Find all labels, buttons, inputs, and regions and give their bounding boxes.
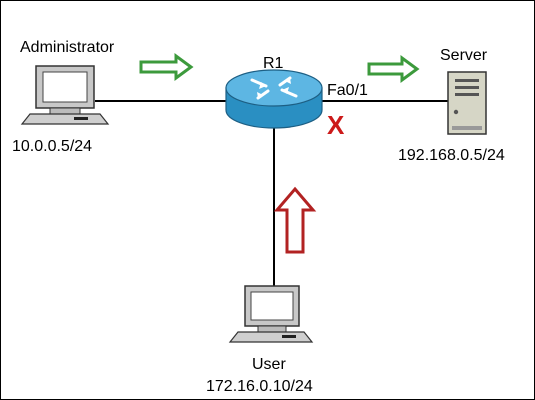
server-ip-label: 192.168.0.5/24 <box>398 147 505 164</box>
user-ip-label: 172.16.0.10/24 <box>206 378 313 395</box>
router-interface-label: Fa0/1 <box>327 82 368 99</box>
user-pc-icon <box>228 285 314 343</box>
arrow-right-icon <box>367 55 420 83</box>
administrator-name-label: Administrator <box>20 39 115 56</box>
arrow-right-icon <box>139 53 194 81</box>
server-name-label: Server <box>440 47 488 64</box>
server-icon <box>447 71 487 135</box>
administrator-ip-label: 10.0.0.5/24 <box>12 138 93 155</box>
arrow-up-icon <box>273 186 317 254</box>
administrator-pc-icon <box>20 65 110 125</box>
link-failure-x-icon: X <box>327 110 345 140</box>
user-name-label: User <box>252 356 286 373</box>
router-name-label: R1 <box>263 55 284 72</box>
router-icon <box>225 69 323 129</box>
